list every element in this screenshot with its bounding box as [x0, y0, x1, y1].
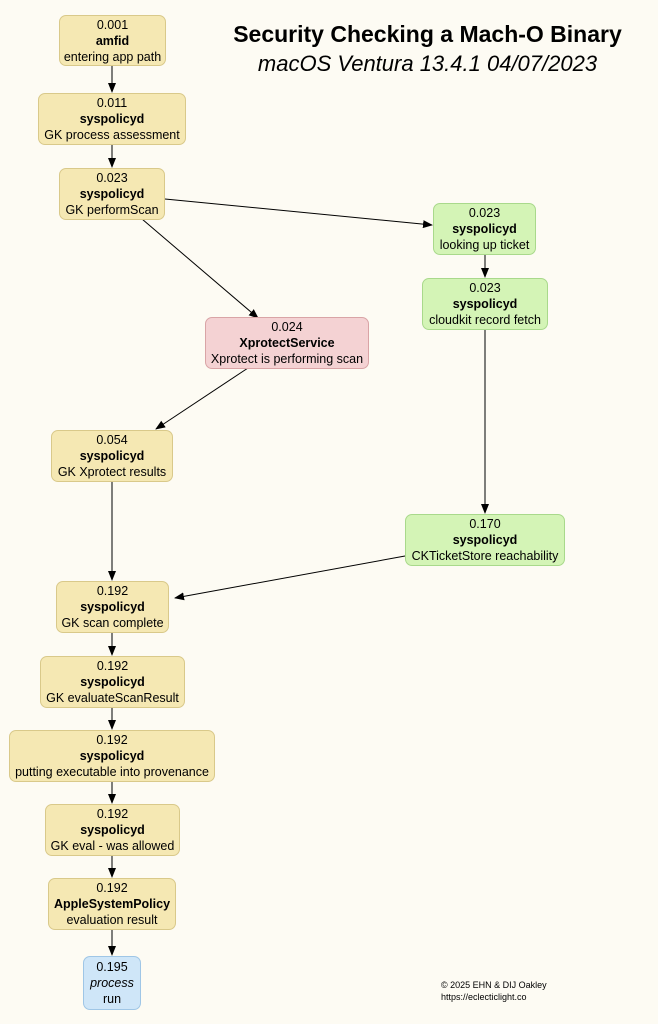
arrow-n3-n6 [141, 218, 259, 319]
node-desc: GK performScan [65, 203, 159, 217]
node-process: syspolicyd [80, 675, 145, 689]
arrow-n3-n4 [164, 198, 433, 229]
node-time: 0.011 [96, 96, 128, 110]
node-time: 0.170 [469, 517, 501, 531]
node-process: process [90, 976, 134, 990]
node-time: 0.192 [96, 659, 129, 673]
node-desc: Xprotect is performing scan [210, 352, 364, 366]
node-time: 0.195 [96, 960, 128, 974]
node-process: amfid [95, 33, 130, 48]
node-desc: entering app path [63, 49, 162, 64]
node-process: syspolicyd [80, 823, 145, 837]
node-time: 0.023 [96, 171, 128, 185]
arrow-n6-n7 [155, 367, 249, 430]
node-gk-perform-scan: 0.023 syspolicyd GK performScan [59, 168, 165, 220]
node-gk-scan-complete: 0.192 syspolicyd GK scan complete [56, 581, 169, 633]
node-desc: GK eval - was allowed [50, 839, 175, 853]
copyright-credit: © 2025 EHN & DIJ Oakley https://eclectic… [441, 979, 547, 1003]
node-gk-xprotect-results: 0.054 syspolicyd GK Xprotect results [51, 430, 173, 482]
node-process: syspolicyd [79, 112, 145, 126]
node-time: 0.192 [96, 881, 128, 895]
diagram-subtitle: macOS Ventura 13.4.1 04/07/2023 [257, 51, 598, 76]
node-time: 0.023 [469, 281, 501, 295]
node-desc: GK evaluateScanResult [46, 691, 179, 705]
node-desc: CKTicketStore reachability [411, 549, 559, 563]
node-amfid-entering-app-path: 0.001 amfid entering app path [59, 15, 166, 66]
node-gk-process-assessment: 0.011 syspolicyd GK process assessment [38, 93, 186, 145]
node-process: AppleSystemPolicy [54, 897, 171, 911]
node-time: 0.024 [271, 320, 303, 334]
node-cloudkit-record-fetch: 0.023 syspolicyd cloudkit record fetch [422, 278, 548, 330]
node-desc: evaluation result [66, 913, 158, 927]
node-desc: looking up ticket [439, 238, 530, 252]
node-gk-eval-was-allowed: 0.192 syspolicyd GK eval - was allowed [45, 804, 180, 856]
copyright-line: © 2025 EHN & DIJ Oakley [441, 980, 547, 990]
node-desc: GK Xprotect results [57, 465, 167, 479]
node-time: 0.001 [96, 17, 129, 32]
node-looking-up-ticket: 0.023 syspolicyd looking up ticket [433, 203, 536, 255]
node-time: 0.192 [96, 733, 128, 747]
node-process: XprotectService [239, 336, 335, 350]
node-time: 0.192 [96, 807, 129, 821]
node-time: 0.054 [96, 433, 128, 447]
node-process: syspolicyd [452, 533, 518, 547]
node-time: 0.023 [468, 206, 501, 220]
node-process: syspolicyd [79, 187, 145, 201]
node-xprotect-scan: 0.024 XprotectService Xprotect is perfor… [205, 317, 369, 369]
node-desc: GK process assessment [44, 128, 180, 142]
node-gk-evaluate-scan-result: 0.192 syspolicyd GK evaluateScanResult [40, 656, 185, 708]
node-process: syspolicyd [79, 749, 145, 763]
node-putting-executable-into-provenance: 0.192 syspolicyd putting executable into… [9, 730, 215, 782]
node-process: syspolicyd [79, 449, 145, 463]
node-time: 0.192 [96, 584, 129, 598]
website-url: https://eclecticlight.co [441, 992, 527, 1002]
node-applesystempolicy-evaluation-result: 0.192 AppleSystemPolicy evaluation resul… [48, 878, 176, 930]
node-desc: putting executable into provenance [15, 765, 209, 779]
node-desc: GK scan complete [61, 616, 164, 630]
node-process: syspolicyd [452, 297, 518, 311]
diagram-title: Security Checking a Mach-O Binary [233, 21, 622, 47]
node-desc: run [102, 992, 122, 1006]
node-process: syspolicyd [80, 600, 145, 614]
node-ckticketstore-reachability: 0.170 syspolicyd CKTicketStore reachabil… [405, 514, 565, 566]
arrow-n8-n9 [174, 555, 406, 601]
node-desc: cloudkit record fetch [429, 313, 541, 327]
node-process: syspolicyd [452, 222, 517, 236]
node-process-run: 0.195 process run [83, 956, 141, 1010]
